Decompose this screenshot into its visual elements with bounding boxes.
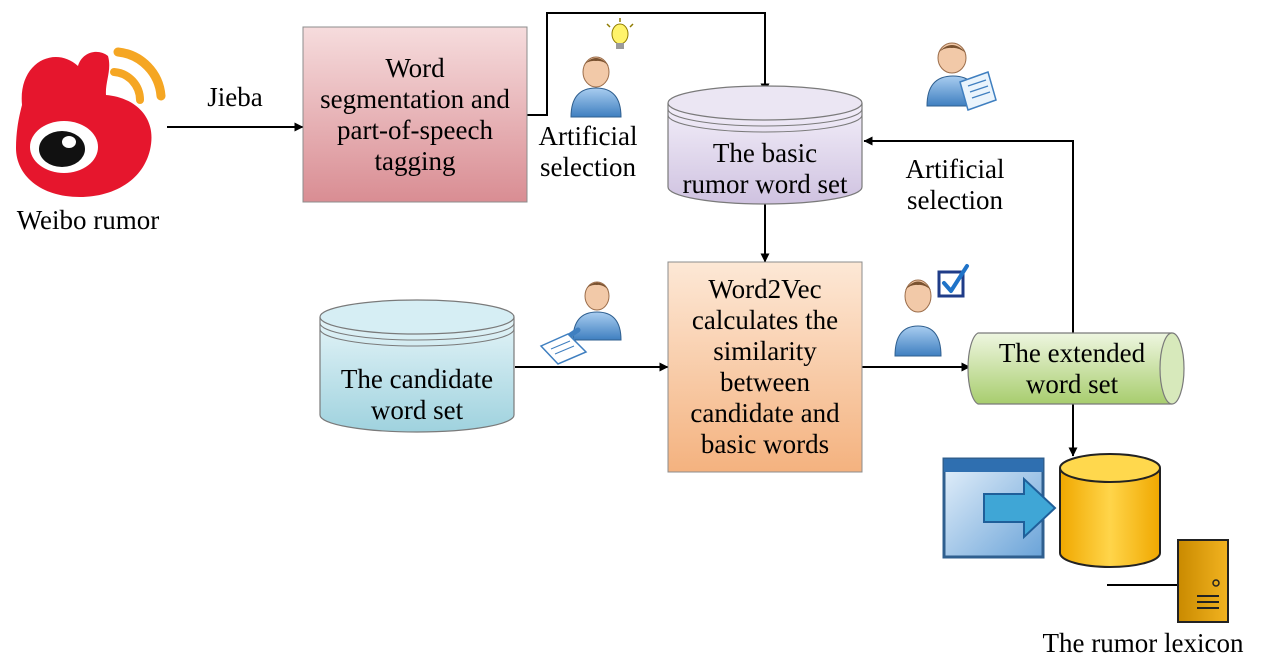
candidate-set-cylinder: [319, 299, 515, 433]
basic-set-cylinder: [667, 85, 863, 205]
candidate-set-text: The candidate word set: [320, 360, 514, 430]
artificial-selection-2-line-1: Artificial: [905, 154, 1005, 184]
word2vec-line-1: Word2Vec: [708, 274, 822, 304]
artificial-selection-2-label: Artificial selection: [893, 150, 1017, 220]
person-document-icon: [926, 42, 997, 111]
extended-set-line-1: The extended: [998, 337, 1146, 368]
segmentation-box: [302, 26, 528, 203]
artificial-selection-1-line-1: Artificial: [538, 121, 638, 151]
person-checkmark-icon: [894, 264, 969, 357]
artificial-selection-1-line-2: selection: [540, 152, 636, 182]
candidate-set-line-2: word set: [370, 395, 464, 425]
jieba-label: Jieba: [207, 82, 263, 112]
person-lightbulb-icon: [570, 18, 634, 118]
basic-set-line-1: The basic: [712, 138, 818, 168]
extended-set-line-2: word set: [1025, 368, 1119, 399]
basic-set-text: The basic rumor word set: [668, 134, 862, 204]
rumor-lexicon-label: The rumor lexicon: [1042, 628, 1244, 658]
word2vec-line-3: similarity: [713, 336, 817, 366]
segmentation-line-3: part-of-speech: [337, 114, 493, 145]
segmentation-line-4: tagging: [374, 145, 456, 176]
connectors: [167, 12, 1178, 586]
word2vec-line-6: basic words: [700, 429, 830, 459]
candidate-set-line-1: The candidate: [340, 364, 494, 394]
word2vec-text: Word2Vec calculates the similarity betwe…: [668, 262, 862, 472]
arrow-extended-set-to-basic-set: [863, 136, 1074, 333]
word2vec-line-4: between: [720, 367, 810, 397]
server-icon: [1177, 539, 1229, 623]
weibo-logo-icon: [16, 47, 166, 198]
extended-set-text: The extended word set: [972, 333, 1172, 404]
extended-set-cylinder: [967, 332, 1185, 405]
arrow-segmentation-to-basic-set: [527, 12, 770, 116]
segmentation-text: Word segmentation and part-of-speech tag…: [303, 27, 527, 202]
segmentation-line-2: segmentation and: [320, 83, 510, 114]
word2vec-line-2: calculates the: [691, 305, 839, 335]
artificial-selection-1-label: Artificial selection: [528, 117, 648, 187]
person-writing-icon: [539, 281, 622, 365]
database-icon: [1059, 453, 1161, 568]
weibo-rumor-label: Weibo rumor: [16, 205, 160, 235]
word2vec-box: [667, 261, 863, 473]
artificial-selection-2-line-2: selection: [907, 185, 1003, 215]
word2vec-line-5: candidate and: [690, 398, 840, 428]
segmentation-line-1: Word: [385, 52, 445, 83]
basic-set-line-2: rumor word set: [682, 169, 848, 199]
import-window-icon: [942, 457, 1057, 559]
